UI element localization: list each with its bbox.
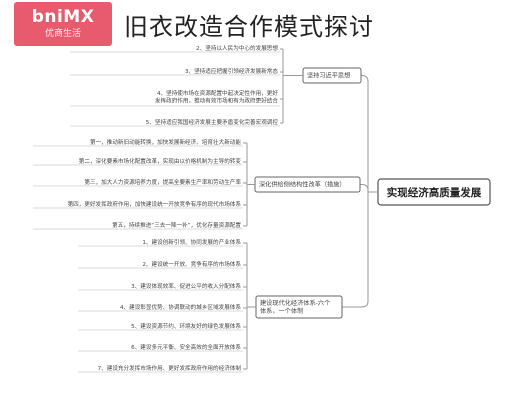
item-label: 发挥政府作用，推动有效市场和有为政府更好结合 (155, 97, 278, 105)
item-label: 第三，加大人力资源培养力度，提高全要素生产率和劳动生产率 (84, 178, 241, 186)
logo-badge: bniMX 优商生活 (14, 2, 112, 46)
item-label: 3、建设体现效率、促进公平的收入分配体系 (131, 282, 241, 290)
item-label: 5、建设资源节约、环境友好的绿色发展体系 (131, 322, 241, 330)
item-label: 第二，深化要素市场化配置改革，实现由以价格机制为主导的转变 (79, 157, 242, 165)
item-label: 2、坚持以人民为中心的发展思想 (196, 44, 278, 52)
item-label: 5、坚持适应我国经济发展主要矛盾变化完善宏观调控 (146, 118, 279, 126)
branch-connector (360, 184, 369, 191)
branch-label: 建设现代化经济体系-六个 (260, 299, 330, 307)
item-label: 第四，更好发挥政府作用，加快建设统一开放竞争有序的现代市场体系 (68, 200, 242, 208)
item-label: 4、坚持使市场在资源配置中起决定性作用，更好 (157, 89, 278, 97)
item-label: 6、建设多元平衡、安全高效的全面开放体系 (131, 343, 241, 351)
branch-connector (342, 300, 369, 308)
logo-name: bniMX (31, 7, 95, 27)
item-label: 第五，持续推进“三去一降一补”，优化存量资源配置 (112, 221, 241, 229)
page-title: 旧衣改造合作模式探讨 (124, 13, 374, 41)
item-label: 7、建设充分发挥市场作用、更好发挥政府作用的经济体制 (98, 364, 242, 372)
item-label: 1、建设创新引领、协同发展的产业体系 (142, 238, 241, 246)
root-label: 实现经济高质量发展 (387, 186, 482, 199)
branch-label: 坚持习近平思想 (307, 72, 350, 80)
logo-subtitle: 优商生活 (44, 29, 81, 39)
item-label: 3、坚持适应把握引领经济发展新常态 (185, 67, 278, 75)
item-label: 第一，推动新旧动能转换，加快发展新经济、培育壮大新动能 (90, 138, 241, 146)
item-label: 4、建设彰显优势、协调联动的城乡区域发展体系 (120, 303, 241, 311)
branch-connector (361, 75, 369, 82)
branch-label: 体系，一个体制 (260, 307, 303, 315)
item-label: 2、建设统一开放、竞争有序的市场体系 (142, 260, 241, 268)
branch-label: 深化供给侧结构性改革（措施） (259, 181, 346, 189)
